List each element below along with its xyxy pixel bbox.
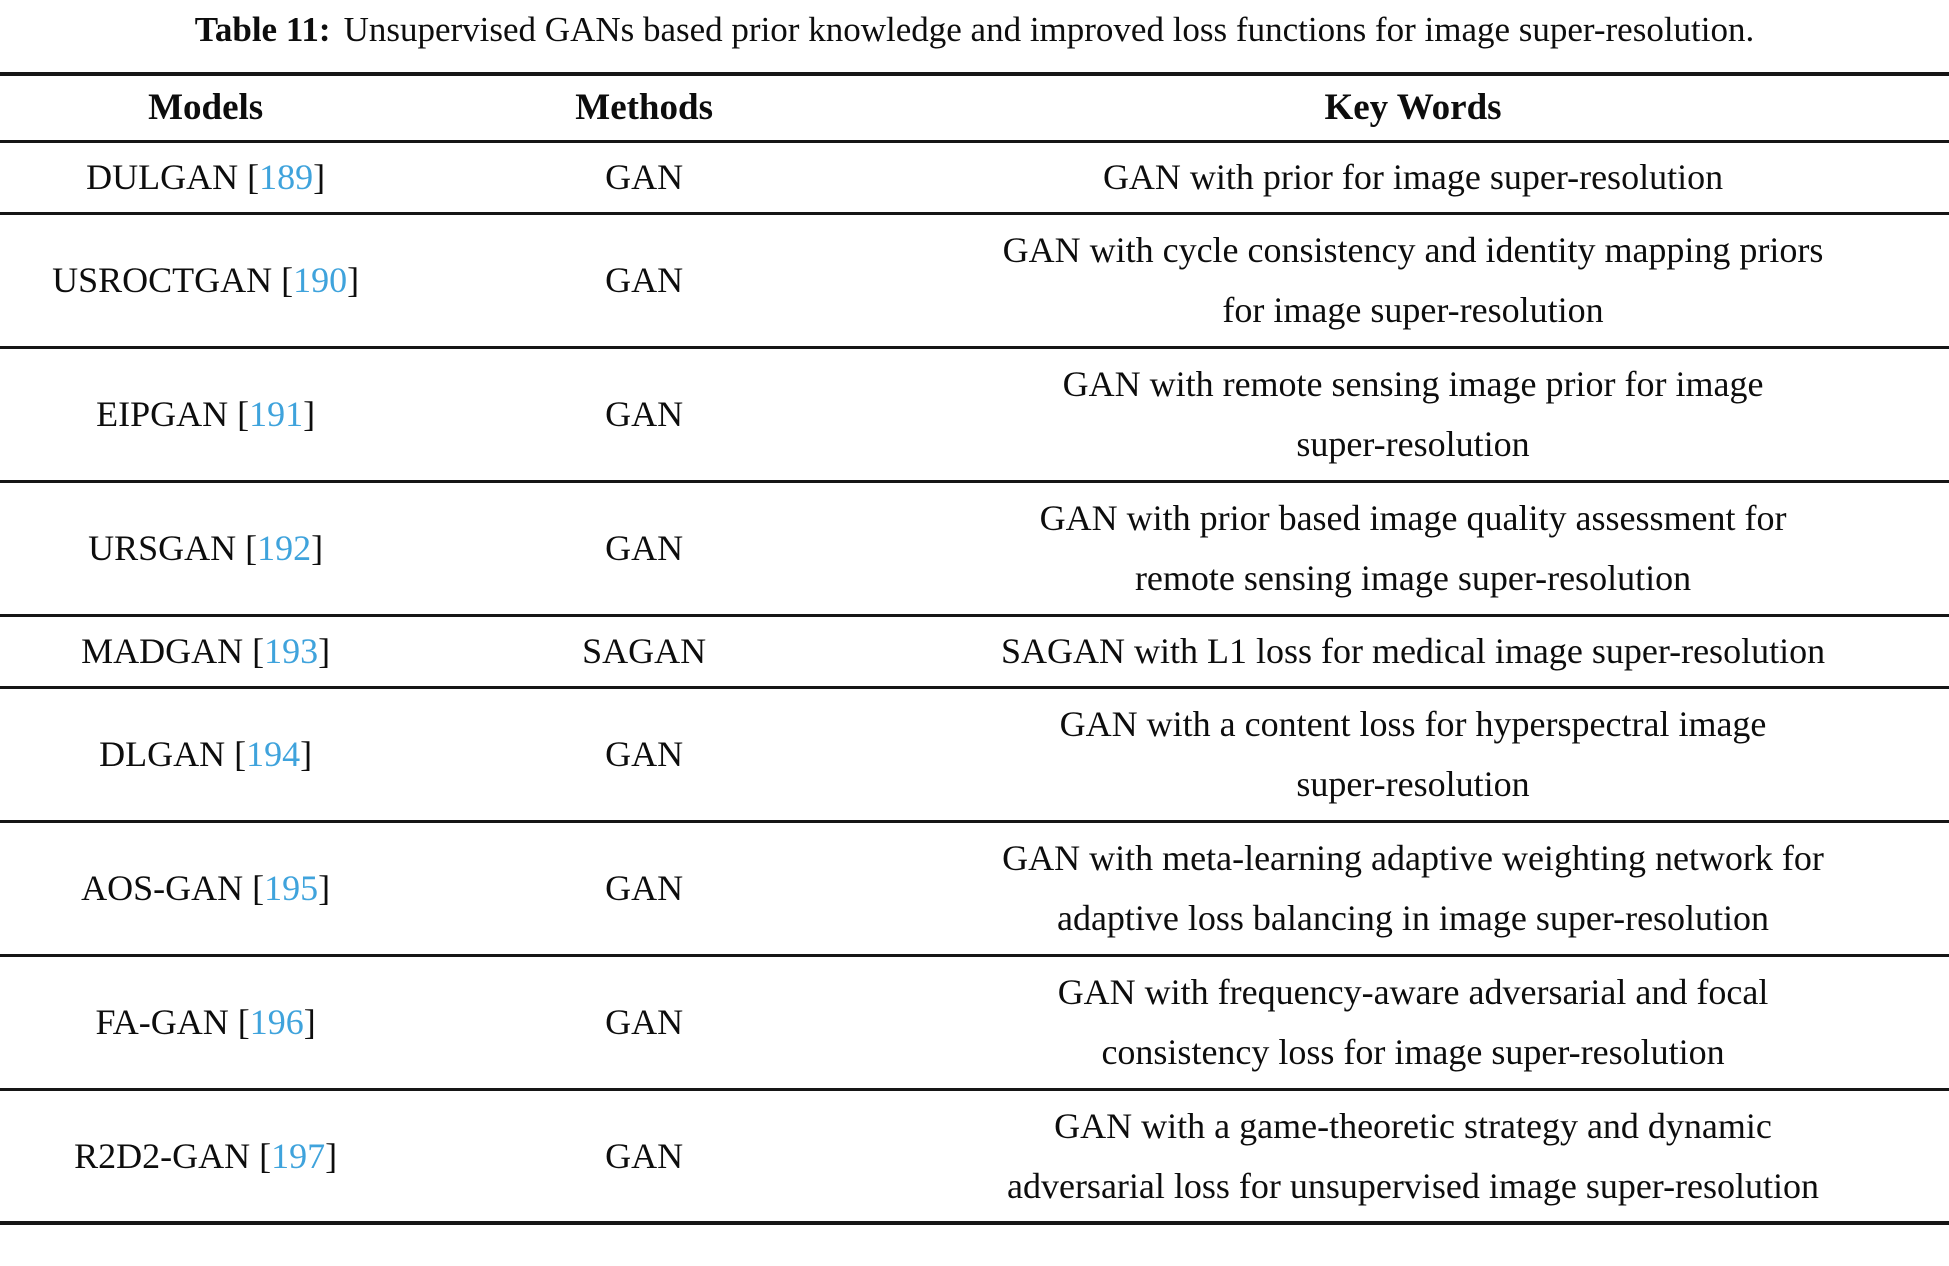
column-header-models: Models — [148, 87, 264, 129]
keywords-line: GAN with remote sensing image prior for … — [1062, 364, 1764, 404]
citation-link[interactable]: 190 — [293, 260, 348, 300]
model-cell: EIPGAN[191] — [0, 347, 411, 481]
citation-link[interactable]: 197 — [271, 1135, 326, 1176]
method-cell: GAN — [605, 1135, 684, 1176]
citation-bracket-close: ] — [347, 260, 360, 300]
citation-bracket-open: [ — [259, 1135, 272, 1176]
keywords-line: GAN with prior based image quality asses… — [1039, 498, 1787, 538]
citation-bracket-open: [ — [234, 734, 247, 774]
keywords-cell: GAN with frequency-aware adversarial and… — [877, 955, 1949, 1089]
citation-bracket-open: [ — [281, 260, 294, 300]
citation-bracket-open: [ — [252, 631, 265, 671]
citation-bracket-open: [ — [247, 157, 260, 197]
model-name: URSGAN — [88, 528, 237, 568]
keywords-line: super-resolution — [1296, 764, 1530, 804]
citation-bracket-close: ] — [303, 394, 316, 434]
citation-link[interactable]: 196 — [249, 1002, 304, 1042]
table-caption-text: Unsupervised GANs based prior knowledge … — [343, 10, 1755, 49]
keywords-line: adaptive loss balancing in image super-r… — [1056, 898, 1770, 938]
method-cell: GAN — [605, 260, 684, 300]
column-header-keywords: Key Words — [1324, 87, 1502, 129]
keywords-cell: SAGAN with L1 loss for medical image sup… — [877, 615, 1949, 687]
citation-bracket-close: ] — [313, 157, 326, 197]
model-name: EIPGAN — [96, 394, 229, 434]
method-cell: GAN — [605, 157, 684, 197]
table-header-row: Models Methods Key Words — [0, 74, 1949, 141]
model-cell: USROCTGAN[190] — [0, 213, 411, 347]
citation-link[interactable]: 192 — [257, 528, 312, 568]
keywords-line: GAN with meta-learning adaptive weightin… — [1002, 838, 1824, 878]
table-row: EIPGAN[191] GAN GAN with remote sensing … — [0, 347, 1949, 481]
table-row: R2D2-GAN[197] GAN GAN with a game-theore… — [0, 1089, 1949, 1223]
keywords-line: GAN with a game-theoretic strategy and d… — [1054, 1105, 1772, 1146]
method-cell: SAGAN — [582, 631, 707, 671]
table-caption-label: Table 11: — [194, 10, 331, 49]
keywords-line: super-resolution — [1296, 424, 1530, 464]
citation-link[interactable]: 189 — [259, 157, 314, 197]
table-row: AOS-GAN[195] GAN GAN with meta-learning … — [0, 821, 1949, 955]
citation-link[interactable]: 194 — [246, 734, 301, 774]
keywords-line: SAGAN with L1 loss for medical image sup… — [1000, 631, 1826, 671]
keywords-line: GAN with cycle consistency and identity … — [1002, 230, 1824, 270]
keywords-cell: GAN with prior for image super-resolutio… — [877, 141, 1949, 213]
keywords-cell: GAN with meta-learning adaptive weightin… — [877, 821, 1949, 955]
keywords-line: GAN with a content loss for hyperspectra… — [1059, 704, 1767, 744]
table-row: DULGAN[189] GAN GAN with prior for image… — [0, 141, 1949, 213]
keywords-line: consistency loss for image super-resolut… — [1101, 1032, 1725, 1072]
model-cell: AOS-GAN[195] — [0, 821, 411, 955]
method-cell: GAN — [605, 734, 684, 774]
citation-bracket-close: ] — [311, 528, 324, 568]
keywords-line: remote sensing image super-resolution — [1134, 558, 1692, 598]
citation-bracket-close: ] — [325, 1135, 338, 1176]
keywords-line: adversarial loss for unsupervised image … — [1006, 1165, 1820, 1206]
table-row: URSGAN[192] GAN GAN with prior based ima… — [0, 481, 1949, 615]
table-caption: Table 11: Unsupervised GANs based prior k… — [0, 0, 1949, 72]
table-row: DLGAN[194] GAN GAN with a content loss f… — [0, 687, 1949, 821]
citation-bracket-open: [ — [237, 1002, 250, 1042]
model-name: R2D2-GAN — [74, 1135, 251, 1176]
citation-bracket-open: [ — [245, 528, 258, 568]
citation-link[interactable]: 191 — [249, 394, 304, 434]
table-row: FA-GAN[196] GAN GAN with frequency-aware… — [0, 955, 1949, 1089]
method-cell: GAN — [605, 868, 684, 908]
keywords-cell: GAN with remote sensing image prior for … — [877, 347, 1949, 481]
model-name: USROCTGAN — [52, 260, 273, 300]
table-row: MADGAN[193] SAGAN SAGAN with L1 loss for… — [0, 615, 1949, 687]
citation-bracket-close: ] — [318, 868, 331, 908]
citation-bracket-open: [ — [237, 394, 250, 434]
keywords-cell: GAN with prior based image quality asses… — [877, 481, 1949, 615]
model-name: FA-GAN — [95, 1002, 229, 1042]
model-name: DLGAN — [99, 734, 226, 774]
keywords-cell: GAN with cycle consistency and identity … — [877, 213, 1949, 347]
citation-link[interactable]: 193 — [264, 631, 319, 671]
model-cell: MADGAN[193] — [0, 615, 411, 687]
model-cell: DULGAN[189] — [0, 141, 411, 213]
keywords-line: GAN with frequency-aware adversarial and… — [1057, 972, 1769, 1012]
citation-bracket-open: [ — [252, 868, 265, 908]
model-name: DULGAN — [86, 157, 239, 197]
model-name: MADGAN — [81, 631, 244, 671]
citation-bracket-close: ] — [303, 1002, 316, 1042]
column-header-methods: Methods — [575, 87, 713, 129]
keywords-cell: GAN with a game-theoretic strategy and d… — [877, 1089, 1949, 1223]
method-cell: GAN — [605, 528, 684, 568]
citation-bracket-close: ] — [300, 734, 313, 774]
method-cell: GAN — [605, 1002, 684, 1042]
method-cell: GAN — [605, 394, 684, 434]
model-cell: R2D2-GAN[197] — [0, 1089, 411, 1223]
model-name: AOS-GAN — [81, 868, 244, 908]
citation-link[interactable]: 195 — [264, 868, 319, 908]
model-cell: FA-GAN[196] — [0, 955, 411, 1089]
keywords-cell: GAN with a content loss for hyperspectra… — [877, 687, 1949, 821]
model-cell: DLGAN[194] — [0, 687, 411, 821]
keywords-line: GAN with prior for image super-resolutio… — [1102, 157, 1724, 197]
table-row: USROCTGAN[190] GAN GAN with cycle consis… — [0, 213, 1949, 347]
citation-bracket-close: ] — [318, 631, 331, 671]
models-methods-keywords-table: Models Methods Key Words DULGAN[189] GAN… — [0, 72, 1949, 1225]
model-cell: URSGAN[192] — [0, 481, 411, 615]
keywords-line: for image super-resolution — [1222, 290, 1604, 330]
